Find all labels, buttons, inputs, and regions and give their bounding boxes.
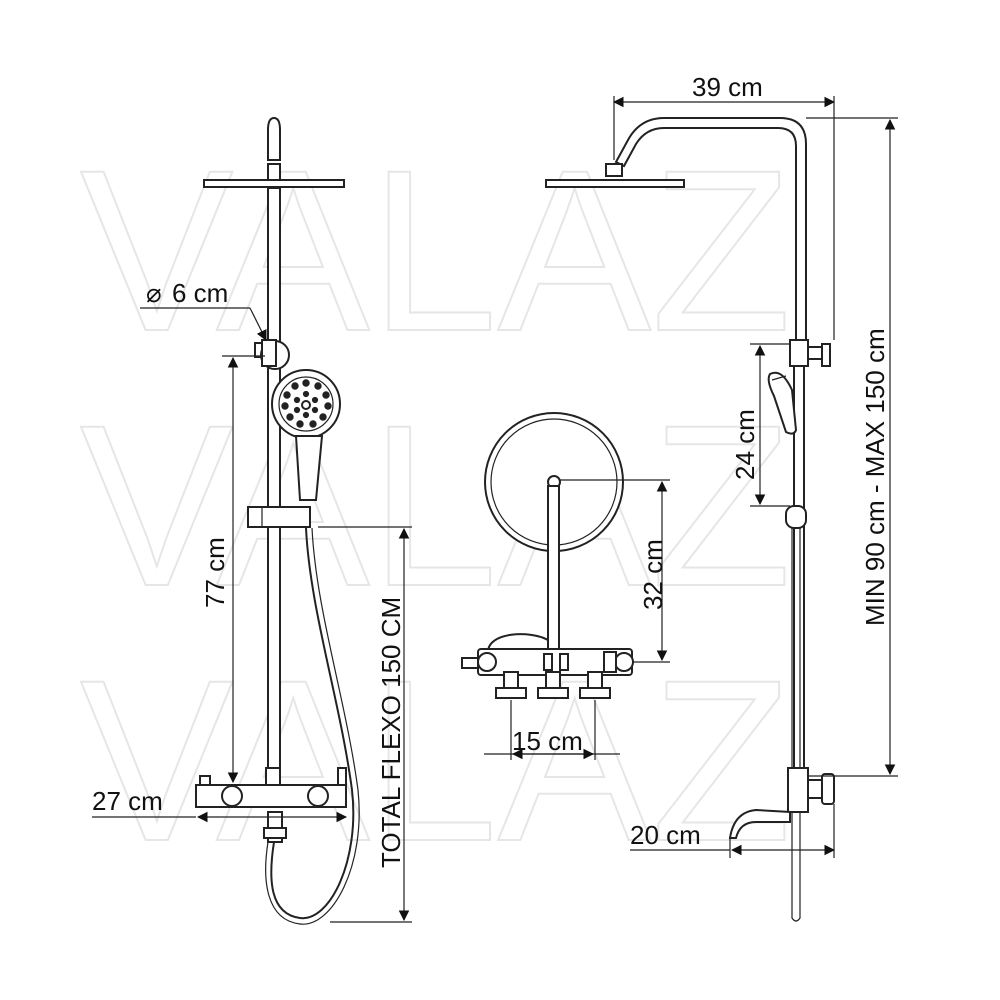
watermark: VALAZ VALAZ VALAZ bbox=[79, 121, 793, 890]
hose-side bbox=[791, 528, 801, 922]
slider-side bbox=[785, 505, 807, 529]
top-view: 32 cm 15 cm bbox=[461, 412, 670, 760]
dim-total-height: MIN 90 cm - MAX 150 cm bbox=[806, 117, 898, 777]
slider-holder-front bbox=[247, 506, 311, 528]
front-view: ⌀ 6 cm 77 cm TOTAL FLEXO 150 CM 27 cm bbox=[92, 116, 412, 925]
dim-handshower-length-label: 24 cm bbox=[730, 409, 760, 480]
inlets-top bbox=[495, 671, 611, 699]
hand-shower-front bbox=[271, 369, 341, 501]
watermark-text-2: VALAZ bbox=[80, 377, 792, 634]
spout-side bbox=[728, 808, 791, 839]
hose-front bbox=[270, 527, 355, 920]
dim-mixer-width: 27 cm bbox=[92, 786, 348, 823]
wall-bracket-front bbox=[254, 339, 290, 370]
dim-total-height-label: MIN 90 cm - MAX 150 cm bbox=[860, 328, 890, 626]
mixer-front bbox=[195, 767, 347, 843]
side-view: 39 cm 24 cm MIN 90 cm - MAX 150 cm 20 cm bbox=[545, 72, 898, 922]
diameter-symbol: ⌀ bbox=[146, 278, 162, 308]
dim-hose-length-label: TOTAL FLEXO 150 CM bbox=[376, 597, 406, 868]
dim-arm-length: 39 cm bbox=[612, 72, 836, 340]
dim-arm-length-label: 39 cm bbox=[692, 72, 763, 102]
dim-inlet-spacing: 15 cm bbox=[484, 700, 620, 760]
dim-hose-length: TOTAL FLEXO 150 CM bbox=[318, 526, 412, 923]
dim-diameter-label: 6 cm bbox=[172, 278, 228, 308]
dim-diameter: ⌀ 6 cm bbox=[140, 278, 267, 341]
dim-slide-height: 77 cm bbox=[200, 355, 265, 784]
dim-mixer-width-label: 27 cm bbox=[92, 786, 163, 816]
watermark-text-1: VALAZ bbox=[80, 122, 792, 379]
riser-pipe-front bbox=[267, 116, 281, 777]
dim-head-drop: 32 cm bbox=[560, 479, 670, 663]
arm-top bbox=[547, 485, 560, 659]
dim-handshower-length: 24 cm bbox=[730, 343, 790, 507]
dim-spout-length: 20 cm bbox=[630, 804, 836, 858]
wall-bracket-side bbox=[789, 339, 831, 367]
mixer-side bbox=[728, 767, 835, 839]
dim-slide-height-label: 77 cm bbox=[200, 537, 230, 608]
dim-head-drop-label: 32 cm bbox=[638, 539, 668, 610]
watermark-text-3: VALAZ bbox=[80, 632, 792, 889]
dim-inlet-spacing-label: 15 cm bbox=[512, 726, 583, 756]
rain-head-side bbox=[545, 179, 685, 188]
dim-spout-length-label: 20 cm bbox=[630, 820, 701, 850]
hand-shower-side bbox=[767, 371, 798, 435]
